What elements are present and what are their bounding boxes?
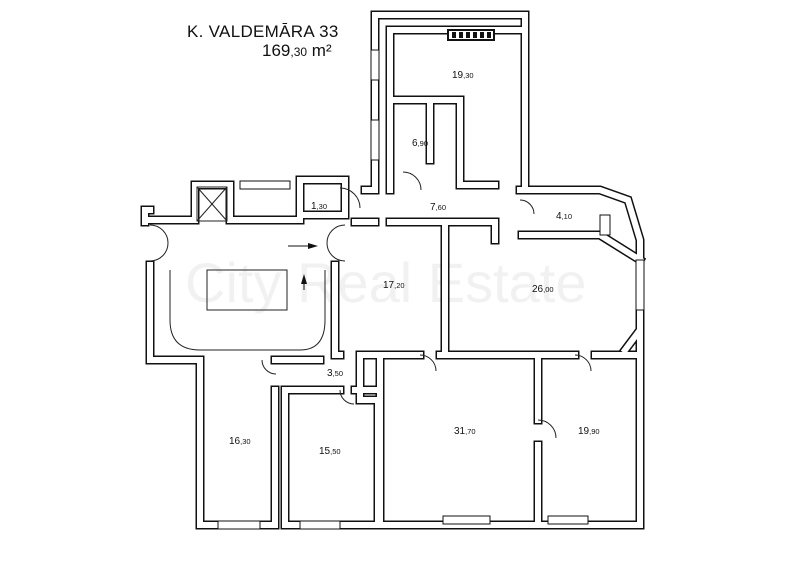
door-swing: [402, 171, 422, 191]
room-label: 3,50: [327, 368, 343, 379]
door-swing: [339, 389, 355, 405]
room-label: 19,90: [578, 426, 600, 437]
fireplace-icon: [447, 29, 495, 41]
wall: [387, 97, 498, 188]
window: [442, 515, 491, 525]
room-label: 19,30: [452, 70, 474, 81]
room-label: 4,10: [556, 211, 572, 222]
window: [239, 180, 291, 190]
window: [635, 259, 645, 311]
room-label: 26,00: [532, 284, 554, 295]
room-label: 31,70: [454, 426, 476, 437]
fireplace-bar: [459, 32, 463, 38]
door-swing: [326, 224, 346, 262]
wall: [297, 177, 348, 218]
room-label: 6,90: [412, 138, 428, 149]
windows: [217, 49, 645, 530]
door-swing: [149, 224, 169, 262]
arrow-right-icon: [288, 243, 318, 249]
fireplace-bar: [473, 32, 477, 38]
room-label: 7,60: [430, 202, 446, 213]
fireplace-bar: [480, 32, 484, 38]
window: [299, 520, 341, 530]
address-title: K. VALDEMĀRA 33: [187, 22, 339, 41]
fireplace-bar: [452, 32, 456, 38]
staircase: [169, 269, 326, 351]
room-label: 17,20: [383, 280, 405, 291]
room-label: 16,30: [229, 436, 251, 447]
wall: [147, 262, 203, 363]
wall: [515, 185, 645, 357]
wall: [332, 262, 343, 358]
door-swing: [574, 354, 592, 372]
window: [370, 119, 380, 161]
wall: [387, 219, 498, 243]
door-swing: [419, 354, 437, 372]
wall: [387, 27, 523, 193]
arrow-up-icon: [301, 274, 307, 290]
door-swing: [339, 187, 361, 209]
fireplace-bar: [487, 32, 491, 38]
wall: [147, 177, 348, 223]
window: [217, 520, 261, 530]
door-swing: [261, 359, 277, 375]
room-label: 1,30: [311, 201, 327, 212]
wall: [372, 12, 528, 193]
wall: [352, 187, 378, 225]
wall: [350, 185, 380, 227]
door-swing: [537, 419, 557, 439]
fireplace-bar: [466, 32, 470, 38]
elevator-icon: [196, 186, 228, 222]
wall: [280, 385, 380, 530]
wall: [142, 207, 153, 225]
window: [599, 214, 611, 236]
window: [547, 515, 589, 525]
wall: [517, 187, 643, 355]
wall: [282, 387, 378, 528]
wall: [385, 25, 525, 195]
room-label: 15,50: [319, 446, 341, 457]
door-swing: [519, 199, 535, 215]
total-area: 169,30 m²: [262, 41, 332, 60]
watermark: City Real Estate: [185, 251, 587, 314]
wall: [145, 260, 205, 365]
window: [370, 49, 380, 81]
door-swings: [149, 171, 592, 439]
